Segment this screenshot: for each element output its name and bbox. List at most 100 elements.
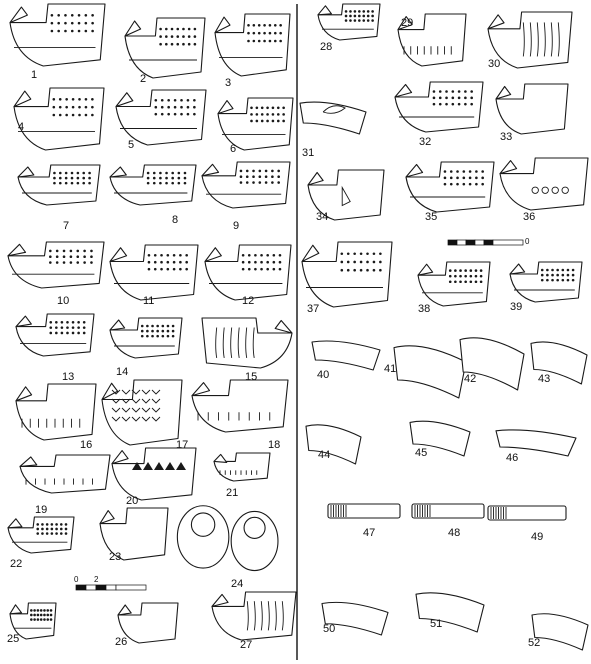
pipe-outline	[9, 602, 57, 640]
stem-end	[17, 166, 35, 178]
pipe-outline	[15, 313, 95, 357]
stem-end	[101, 382, 119, 401]
stem-end	[405, 163, 424, 178]
figure-number: 49	[531, 531, 543, 543]
stem-end	[99, 510, 115, 525]
figure-number: 45	[415, 447, 427, 459]
pipe-figure	[9, 3, 106, 67]
pipe-outline	[115, 89, 207, 146]
figure-number: 47	[363, 527, 375, 539]
figure-number: 13	[62, 371, 74, 383]
pipe-outline	[530, 341, 588, 385]
pipe-figure	[495, 83, 569, 135]
figure-number: 24	[231, 578, 243, 590]
stem-end	[394, 83, 413, 98]
pipe-outline	[397, 13, 467, 67]
figure-number: 19	[35, 504, 47, 516]
stem-end	[191, 382, 211, 397]
pipe-figure	[327, 503, 401, 519]
figure-number: 6	[230, 143, 236, 155]
pipe-outline	[201, 161, 291, 209]
figure-number: 20	[126, 495, 138, 507]
pipe-outline	[301, 241, 393, 308]
pipe-outline	[487, 11, 573, 69]
figure-number: 40	[317, 369, 329, 381]
pipe-figure	[487, 505, 567, 521]
pipe-outline	[459, 337, 525, 391]
pipe-outline	[409, 420, 471, 457]
stem-end	[15, 386, 33, 402]
pipe-outline	[109, 317, 183, 359]
stem-end	[214, 16, 231, 34]
pipe-outline	[305, 424, 362, 465]
pipe-figure	[405, 161, 495, 213]
pipe-figure	[15, 383, 97, 441]
bust-right	[230, 510, 279, 572]
figure-number: 21	[226, 487, 238, 499]
figure-number: 10	[57, 295, 69, 307]
pipe-figure	[415, 592, 485, 633]
pipe-figure	[307, 169, 385, 221]
pipe-figure	[213, 452, 271, 482]
stem-end	[397, 16, 413, 31]
pipe-figure	[394, 81, 484, 133]
pipe-figure	[99, 507, 169, 561]
figure-number: 44	[318, 449, 330, 461]
pipe-outline	[191, 379, 289, 433]
figure-number: 50	[323, 623, 335, 635]
pipe-outline	[17, 164, 101, 206]
figure-number: 25	[7, 633, 19, 645]
pipe-outline	[117, 602, 179, 644]
stem-end	[109, 247, 128, 263]
pipe-figure	[9, 602, 57, 640]
figure-number: 51	[430, 618, 442, 630]
pipe-outline	[321, 601, 389, 636]
pipe-figure	[411, 503, 485, 519]
pipe-outline	[15, 383, 97, 441]
pipe-figure	[305, 424, 362, 465]
pipe-figure	[109, 164, 197, 206]
pipe-figure	[7, 241, 105, 289]
pipe-outline	[311, 340, 381, 371]
figure-number: 7	[63, 220, 69, 232]
pipe-outline	[495, 83, 569, 135]
pipe-outline	[111, 447, 197, 501]
pipe-figure	[417, 261, 491, 307]
stem-end	[9, 6, 28, 24]
pipe-figure	[111, 447, 197, 501]
pipe-outline	[317, 3, 381, 41]
stem-end	[499, 160, 518, 175]
pipe-figure	[101, 379, 183, 446]
pipe-figure	[109, 244, 199, 301]
pipe-figure	[217, 97, 294, 151]
figure-number: 37	[307, 303, 319, 315]
stem-end	[111, 450, 129, 465]
figure-number: 5	[128, 139, 134, 151]
pipe-outline	[531, 613, 589, 651]
pipe-outline	[13, 87, 105, 151]
pipe-figure	[7, 516, 75, 554]
figure-number: 36	[523, 211, 535, 223]
stem-end	[417, 263, 434, 276]
figure-number: 14	[116, 366, 128, 378]
stem-end	[117, 604, 132, 616]
pipe-outline	[415, 592, 485, 633]
pipe-figure	[531, 613, 589, 651]
stem-end	[487, 14, 505, 30]
pipe-figure	[397, 13, 467, 67]
figure-number: 12	[242, 295, 254, 307]
pipe-outline	[99, 507, 169, 561]
stem-end	[109, 319, 126, 331]
pipe-figure	[495, 429, 577, 457]
figure-number: 9	[233, 220, 239, 232]
pipe-outline	[214, 13, 291, 77]
pipe-outline	[7, 241, 105, 289]
figure-number: 18	[268, 439, 280, 451]
pipe-figure	[409, 420, 471, 457]
pipe-figure	[321, 601, 389, 636]
stem-end	[15, 315, 32, 328]
pipe-outline	[499, 157, 589, 211]
pipe-figure	[301, 241, 393, 308]
